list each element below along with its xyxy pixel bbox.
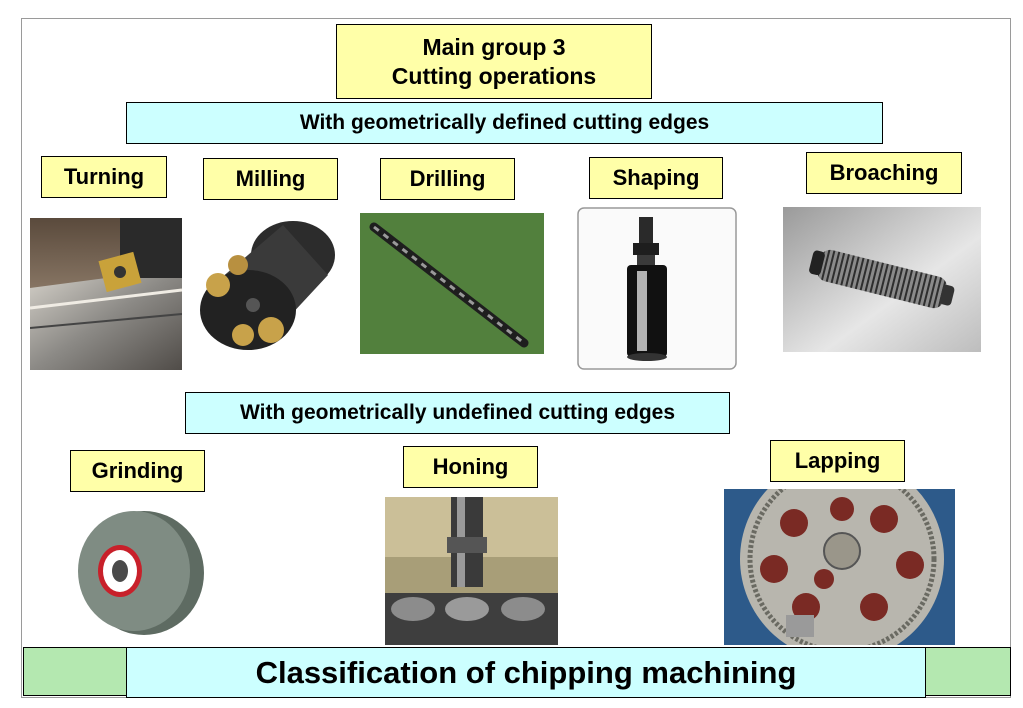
broaching-label: Broaching — [806, 152, 962, 194]
shaping-image — [577, 207, 738, 371]
shaping-label: Shaping — [589, 157, 723, 199]
honing-image — [385, 497, 558, 645]
main-group-line1: Main group 3 — [422, 33, 566, 60]
footer-left-panel — [23, 647, 127, 696]
main-group-line2: Cutting operations — [391, 62, 597, 89]
lapping-label: Lapping — [770, 440, 905, 482]
lapping-image — [724, 489, 955, 645]
honing-label: Honing — [403, 446, 538, 488]
turning-label: Turning — [41, 156, 167, 198]
footer-title: Classification of chipping machining — [126, 647, 926, 698]
grinding-label: Grinding — [70, 450, 205, 492]
drilling-label: Drilling — [380, 158, 515, 200]
undefined-edges-category: With geometrically undefined cutting edg… — [185, 392, 730, 434]
footer-right-panel — [925, 647, 1011, 696]
milling-label: Milling — [203, 158, 338, 200]
milling-image — [193, 205, 341, 355]
broaching-image — [783, 207, 981, 352]
main-group-title: Main group 3 Cutting operations — [336, 24, 652, 99]
defined-edges-category: With geometrically defined cutting edges — [126, 102, 883, 144]
turning-image — [30, 218, 182, 370]
grinding-image — [74, 497, 206, 637]
drilling-image — [360, 213, 544, 354]
